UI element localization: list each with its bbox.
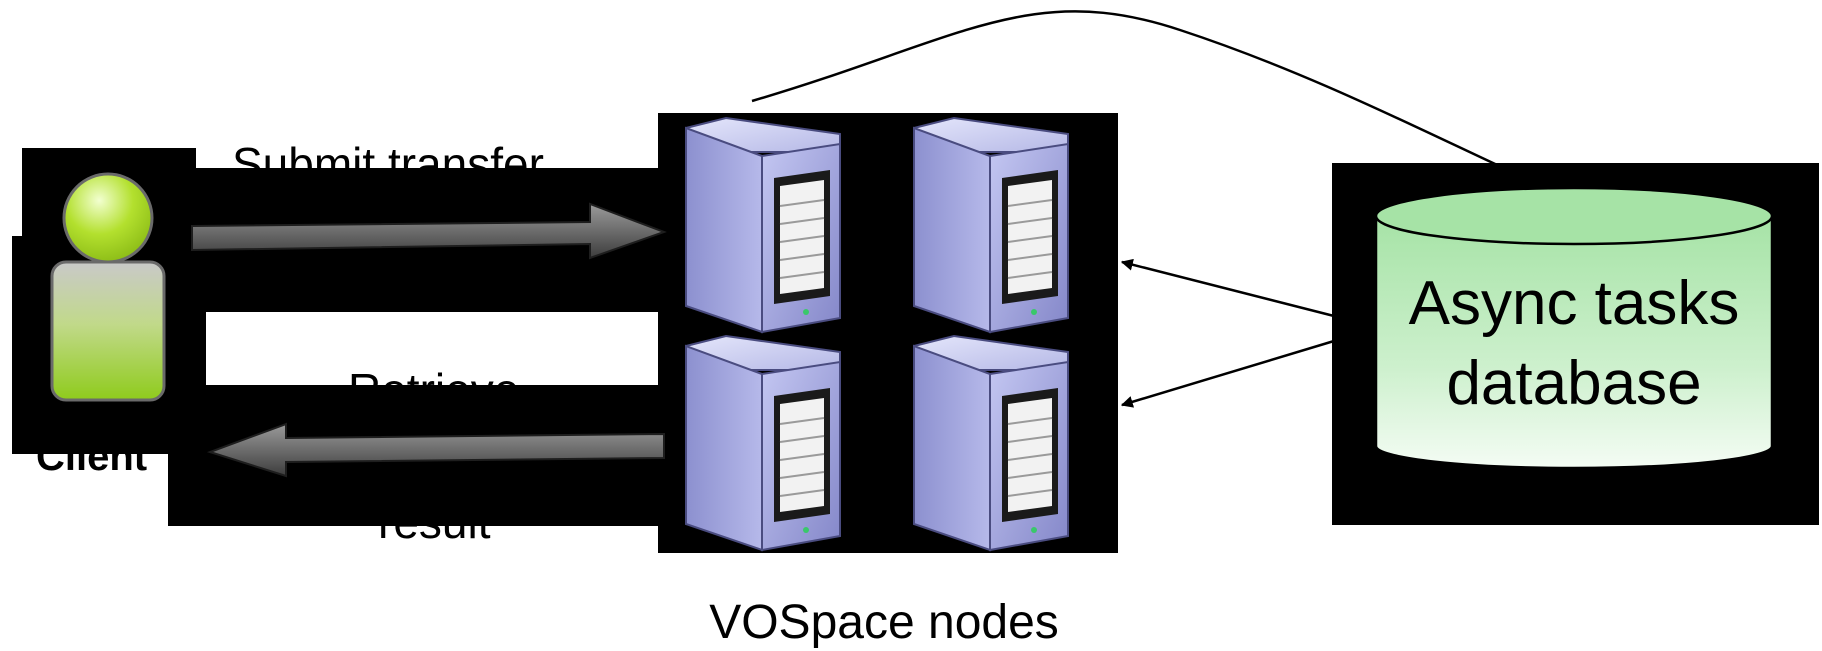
server-icon	[685, 335, 841, 551]
server-icon	[913, 117, 1069, 333]
result-label: result	[378, 496, 491, 548]
db-to-lower-node-arrow	[1120, 339, 1335, 408]
vospace-nodes-caption: VOSpace nodes	[709, 596, 1059, 649]
retrieve-label: Retrieve	[348, 364, 519, 416]
nodes-to-database-curve	[751, 10, 1546, 189]
database-label-line1: Async tasks	[1409, 269, 1740, 338]
server-icon	[913, 335, 1069, 551]
submit-transfer-label: Submit transfer	[232, 138, 544, 190]
database-cylinder-icon	[1374, 186, 1774, 470]
database-label-line2: database	[1446, 349, 1701, 418]
client-label: Client	[36, 435, 147, 479]
client-person-icon	[50, 172, 166, 402]
db-to-upper-node-arrow	[1120, 258, 1335, 318]
retrieve-result-arrow	[206, 422, 665, 478]
submit-transfer-arrow	[191, 202, 667, 260]
server-icon	[685, 117, 841, 333]
